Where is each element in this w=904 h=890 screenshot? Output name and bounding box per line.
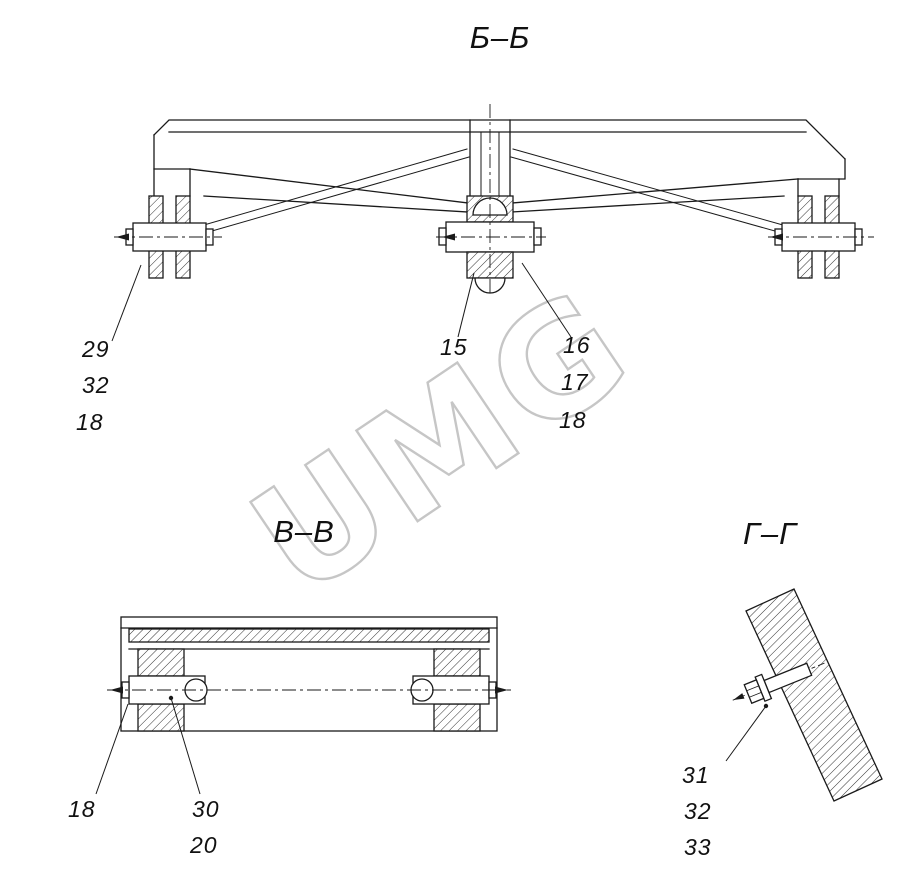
watermark-text: UMG: [223, 255, 662, 630]
callout-bb-left-1: 29: [82, 336, 110, 362]
callout-vv-3: 20: [190, 832, 218, 858]
callout-vv-2: 30: [192, 796, 220, 822]
section-gg-leaders: [725, 703, 769, 762]
callout-gg-3: 33: [684, 834, 712, 860]
section-bb-drawing: [125, 119, 863, 294]
section-vv-arrows: [110, 686, 508, 694]
section-vv-drawing: [120, 616, 498, 732]
callout-bb-left-2: 32: [82, 372, 110, 398]
callout-bb-right-1: 16: [563, 332, 591, 358]
callout-bb-left-3: 18: [76, 409, 104, 435]
section-title-bb: Б–Б: [469, 20, 531, 55]
callout-gg-1: 31: [682, 762, 710, 788]
section-bb-leaders: [111, 262, 572, 342]
section-vv-leaders: [95, 695, 201, 795]
callout-bb-right-3: 18: [559, 407, 587, 433]
section-title-gg: Г–Г: [743, 516, 797, 551]
section-title-vv: В–В: [273, 514, 335, 549]
section-gg-drawing: [732, 588, 883, 802]
callout-bb-right-2: 17: [561, 369, 589, 395]
callout-vv-1: 18: [68, 796, 96, 822]
callout-gg-2: 32: [684, 798, 712, 824]
watermark: UMG: [222, 254, 663, 631]
callout-bb-center-1: 15: [440, 334, 468, 360]
section-bb-arrows: [116, 233, 783, 241]
